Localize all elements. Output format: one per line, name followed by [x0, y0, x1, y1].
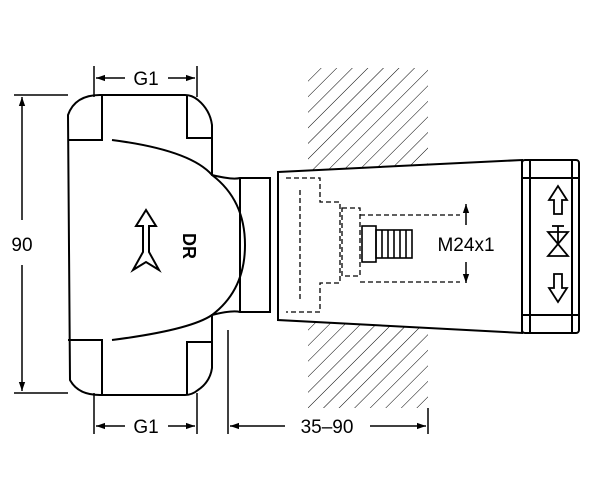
- body-marking: DR: [179, 233, 199, 259]
- dimension-height: [14, 94, 68, 394]
- dimension-label-wall-depth: 35–90: [301, 417, 354, 438]
- dimension-label-height: 90: [11, 235, 32, 256]
- dimension-label-spindle-thread: M24x1: [437, 235, 494, 256]
- valve-body: [66, 94, 271, 396]
- wall-section: [308, 68, 428, 408]
- dimension-label-thread-top: G1: [133, 69, 158, 90]
- dimension-label-thread-bottom: G1: [133, 417, 158, 438]
- dimension-wall-depth: [227, 330, 429, 434]
- dimension-thread-top: [93, 66, 198, 97]
- flow-direction-arrow-icon: [130, 208, 162, 273]
- dimension-thread-bottom: [93, 393, 198, 434]
- end-cap: [521, 159, 580, 334]
- flow-symbol-icon: [546, 184, 570, 304]
